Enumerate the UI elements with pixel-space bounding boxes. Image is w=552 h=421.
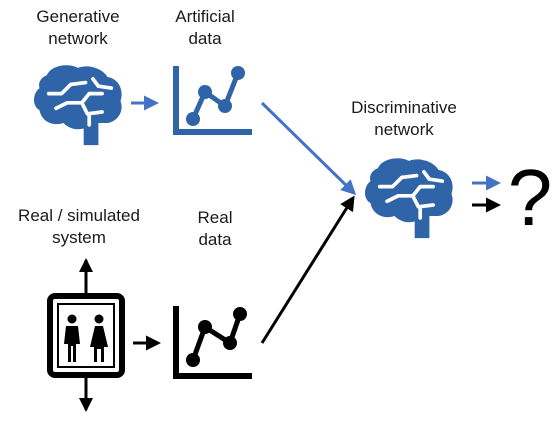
discriminative-label-line2: network <box>374 120 434 139</box>
discriminative-brain-icon <box>363 156 455 240</box>
artificial-data-chart-icon <box>173 66 252 135</box>
realdata-to-discriminator-arrow <box>260 195 355 344</box>
real-data-label-line1: Real <box>197 208 233 227</box>
elevator-icon <box>47 258 125 412</box>
artificial-label-line2: data <box>188 29 222 48</box>
real-data-label-line2: data <box>198 230 232 249</box>
real-system-label-line1: Real / simulated <box>18 206 140 225</box>
generative-brain-icon <box>32 63 124 147</box>
real-system-label: Real / simulated system <box>4 205 154 249</box>
real-system-label-line2: system <box>52 228 106 247</box>
real-data-chart-icon <box>173 306 252 379</box>
discriminative-network-label: Discriminative network <box>334 97 474 141</box>
generative-label-line2: network <box>48 29 108 48</box>
output-question-mark: ? <box>508 153 552 242</box>
artificial-to-discriminator-arrow <box>260 101 357 196</box>
artificial-data-label: Artificial data <box>150 6 260 50</box>
artificial-label-line1: Artificial <box>175 7 235 26</box>
generative-label-line1: Generative <box>36 7 120 26</box>
discriminative-label-line1: Discriminative <box>351 98 457 117</box>
generative-network-label: Generative network <box>18 6 138 50</box>
real-data-label: Real data <box>170 207 260 251</box>
